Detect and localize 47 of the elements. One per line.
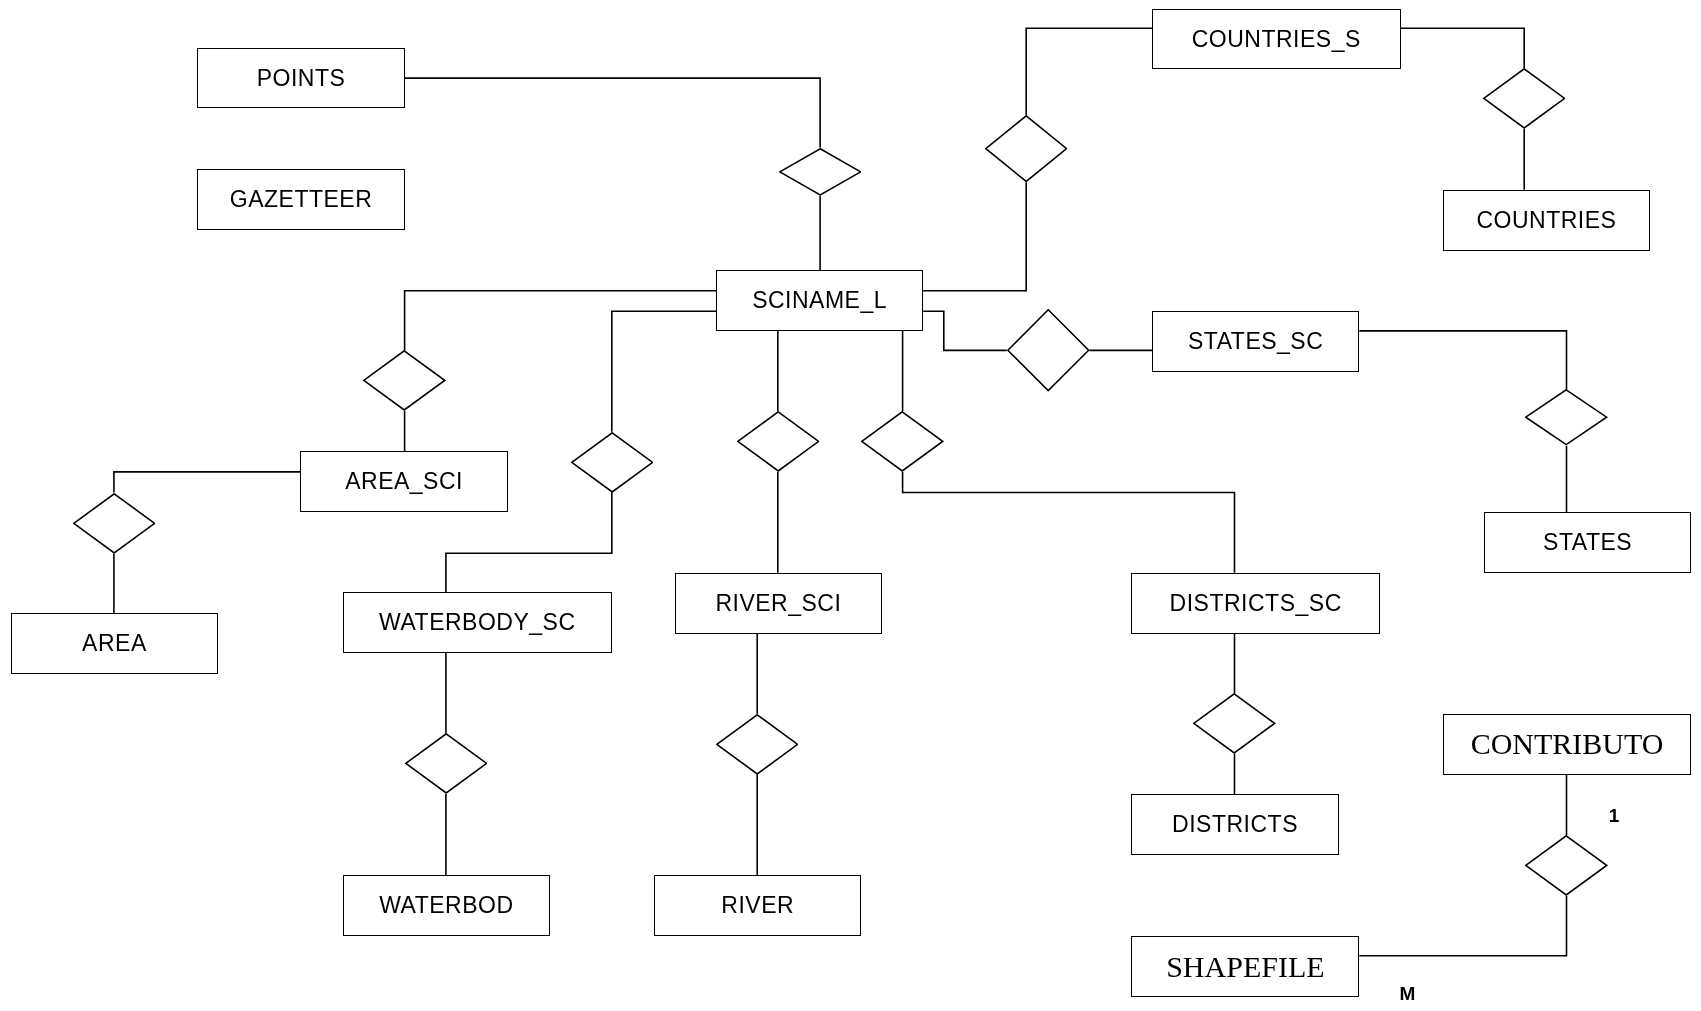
connector-line (777, 330, 779, 412)
connector-line (113, 552, 115, 614)
entity-box: CONTRIBUTO (1442, 713, 1692, 775)
entity-box: WATERBOD (342, 875, 550, 937)
cardinality-label: 1 (1608, 804, 1620, 827)
entity-box: POINTS (197, 47, 405, 109)
connector-line (1025, 27, 1153, 116)
connector-line (113, 471, 302, 494)
entity-box: RIVER (654, 875, 862, 937)
connector-line (611, 310, 717, 433)
connector-line (1088, 349, 1153, 352)
connector-line (1233, 632, 1236, 694)
connector-line (1523, 128, 1525, 191)
entity-box: WATERBODY_SC (342, 592, 612, 654)
entity-box: GAZETTEER (197, 169, 405, 230)
connector-line (1233, 753, 1236, 795)
entity-box: DISTRICTS_SC (1131, 572, 1380, 634)
connector-line (403, 410, 406, 453)
entity-box: SCINAME_L (715, 270, 924, 331)
connector-line (901, 330, 904, 412)
entity-box: AREA_SCI (300, 451, 508, 513)
entity-box: SHAPEFILE (1131, 936, 1360, 997)
connector-line (445, 491, 613, 594)
connector-line (1565, 445, 1568, 513)
connector-line (403, 289, 717, 352)
connector-line (901, 471, 1236, 574)
entity-box: RIVER_SCI (674, 572, 882, 634)
entity-box: COUNTRIES_S (1152, 8, 1401, 70)
connector-line (445, 652, 447, 735)
connector-line (922, 181, 1027, 292)
cardinality-label: M (1399, 982, 1416, 1005)
connector-line (1399, 27, 1525, 70)
connector-line (756, 632, 758, 715)
entity-box: COUNTRIES (1442, 189, 1650, 251)
entity-box: STATES_SC (1152, 311, 1360, 373)
connector-line (756, 773, 758, 877)
entity-box: AREA (10, 612, 219, 674)
connector-line (1358, 330, 1568, 391)
connector-line (1565, 773, 1568, 837)
connector-line (403, 77, 821, 149)
connector-line (922, 310, 1008, 352)
connector-line (445, 793, 447, 877)
connector-line (819, 194, 821, 271)
entity-box: DISTRICTS (1131, 794, 1339, 855)
connector-line (1358, 895, 1568, 957)
entity-box: STATES (1484, 512, 1692, 573)
connector-line (777, 471, 779, 574)
